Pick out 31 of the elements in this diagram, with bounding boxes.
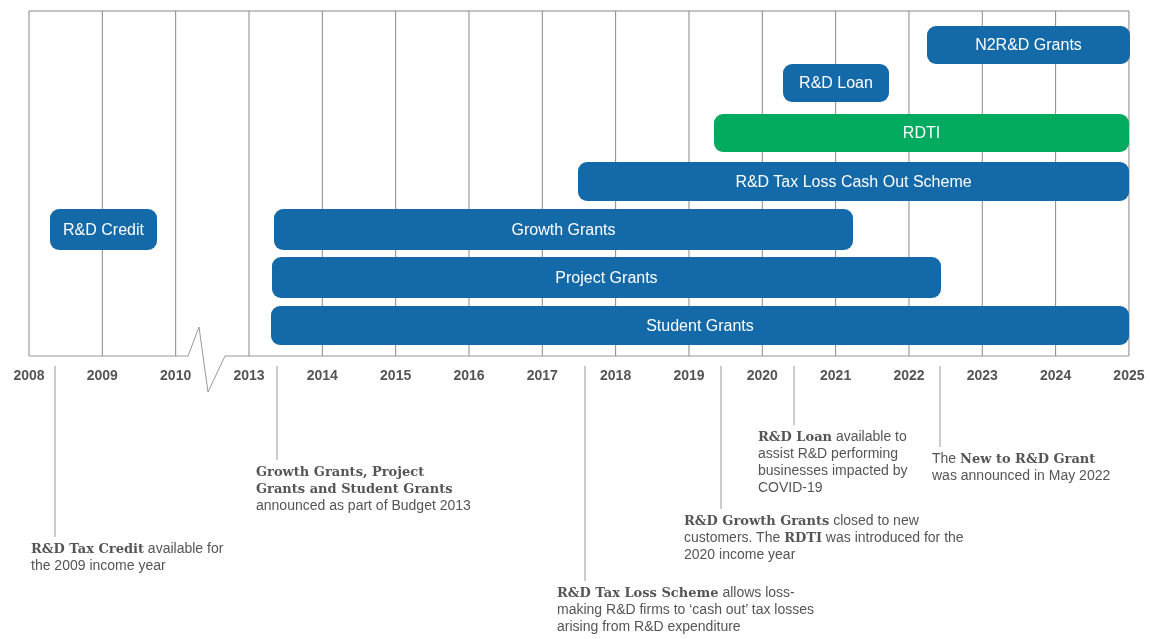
year-label: 2015: [379, 367, 413, 383]
timeline-bar: R&D Credit: [50, 209, 157, 250]
leader-line: [584, 365, 586, 582]
year-label: 2017: [525, 367, 559, 383]
year-label: 2023: [965, 367, 999, 383]
year-label: 2021: [819, 367, 853, 383]
year-label: 2014: [305, 367, 339, 383]
annotation-text: R&D Growth Grants closed to new customers. The RDTI was introduced for the 2020 income year: [684, 512, 964, 563]
year-label: 2008: [12, 367, 46, 383]
year-label: 2019: [672, 367, 706, 383]
year-label: 2009: [85, 367, 119, 383]
year-label: 2018: [599, 367, 633, 383]
timeline-bar: Project Grants: [272, 257, 941, 298]
year-label: 2022: [892, 367, 926, 383]
year-label: 2025: [1112, 367, 1146, 383]
timeline-bar: N2R&D Grants: [927, 26, 1130, 64]
leader-line: [793, 365, 795, 426]
leader-line: [720, 365, 722, 510]
timeline-bar: RDTI: [714, 114, 1129, 152]
timeline-bar: Growth Grants: [274, 209, 853, 250]
timeline-bar: R&D Loan: [783, 64, 889, 102]
leader-line: [939, 365, 941, 448]
year-label: 2020: [745, 367, 779, 383]
timeline-bar: Student Grants: [271, 306, 1129, 345]
year-label: 2016: [452, 367, 486, 383]
timeline-bar: R&D Tax Loss Cash Out Scheme: [578, 162, 1129, 201]
leader-line: [276, 365, 278, 461]
year-label: 2010: [159, 367, 193, 383]
year-label: 2013: [232, 367, 266, 383]
year-label: 2024: [1039, 367, 1073, 383]
leader-line: [54, 365, 56, 538]
